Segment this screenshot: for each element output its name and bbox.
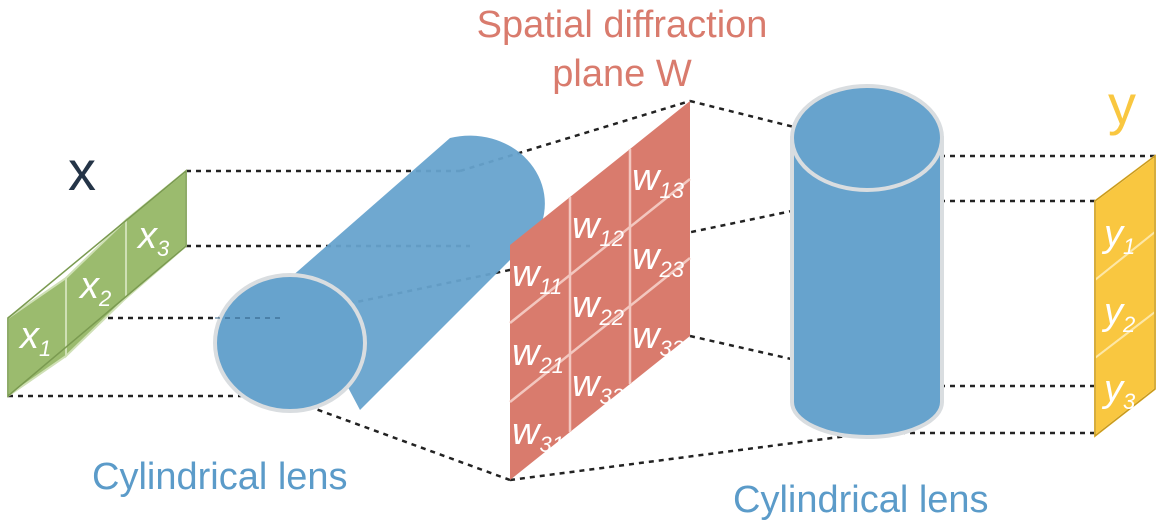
left-lens-label: Cylindrical lens: [92, 456, 348, 498]
right-cylindrical-lens: [790, 84, 944, 439]
plane-cell-11: w11: [512, 253, 562, 299]
output-label: y: [1108, 73, 1136, 136]
plane-cell-13: w13: [632, 157, 685, 203]
diffraction-plane-w: w11 w12 w13 w21 w22 w23 w31 w32 w33: [509, 101, 691, 480]
plane-title-line2: plane W: [552, 53, 692, 95]
plane-cell-32: w32: [572, 363, 624, 409]
left-lens-face: [213, 273, 367, 413]
right-lens-label: Cylindrical lens: [733, 479, 989, 521]
output-cell-3-label: y3: [1101, 368, 1136, 414]
plane-title-line1: Spatial diffraction: [477, 4, 768, 46]
input-cell-1-label: x1: [18, 315, 51, 361]
left-cylindrical-lens: [213, 135, 545, 413]
right-lens-body: [790, 136, 944, 439]
proj-line-plane-bottom: [279, 394, 511, 482]
plane-cell-21: w21: [512, 332, 564, 378]
output-cell-2-label: y2: [1101, 291, 1135, 337]
plane-cell-12: w12: [572, 205, 624, 251]
input-vector-x: x1 x2 x3: [7, 168, 187, 398]
output-cell-1-label: y1: [1101, 213, 1135, 259]
right-lens-top: [790, 84, 944, 192]
output-vector-outline: [1094, 154, 1156, 438]
plane-cell-22: w22: [572, 284, 624, 330]
plane-cell-31: w31: [512, 411, 564, 457]
output-vector-y: y1 y2 y3: [1094, 154, 1156, 439]
proj-line-to-lens2-bottom: [509, 431, 871, 482]
input-label: x: [68, 139, 96, 202]
input-vector-outline: [7, 169, 187, 398]
input-cell-3-label: x3: [136, 215, 170, 261]
plane-cell-23: w23: [632, 236, 685, 282]
input-cell-2-label: x2: [78, 265, 111, 311]
plane-grid: [509, 149, 691, 432]
plane-background: [510, 101, 690, 480]
plane-cell-33: w33: [632, 315, 685, 361]
